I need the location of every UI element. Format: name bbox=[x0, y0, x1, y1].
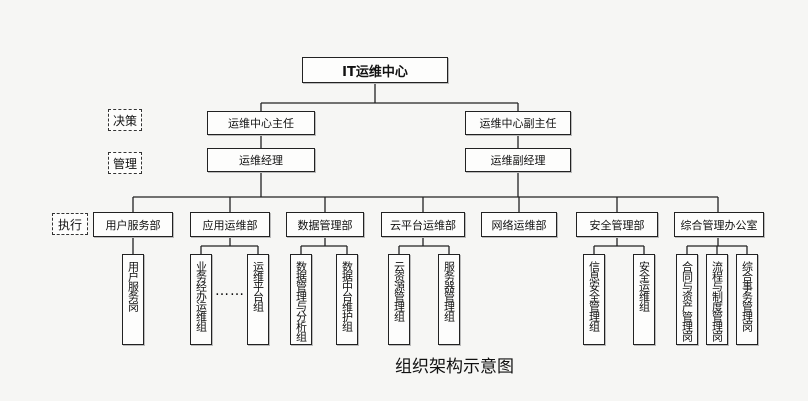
position-security-ops-group: 安全运维组 bbox=[633, 254, 655, 345]
node-ops-manager-label: 运维经理 bbox=[239, 154, 283, 167]
position-label: 综合事务管理岗 bbox=[740, 261, 754, 331]
dept-security: 安全管理部 bbox=[576, 212, 658, 237]
tag-execution-label: 执行 bbox=[57, 217, 82, 232]
position-process-policy: 流程与制度管理岗 bbox=[706, 254, 728, 345]
ellipsis-label: …… bbox=[215, 283, 245, 299]
position-label: 服务器管理组 bbox=[442, 261, 456, 321]
diagram-caption: 组织架构示意图 bbox=[395, 352, 514, 377]
tag-decision: 决策 bbox=[108, 109, 142, 131]
dept-cloud-ops: 云平台运维部 bbox=[381, 212, 465, 237]
dept-label: 应用运维部 bbox=[202, 218, 258, 232]
tag-management-label: 管理 bbox=[112, 156, 137, 171]
position-data-platform-group: 数据中台维护组 bbox=[336, 254, 358, 345]
position-label: 数据中台维护组 bbox=[340, 261, 354, 331]
tag-execution: 执行 bbox=[52, 213, 88, 235]
position-user-service: 用户服务岗 bbox=[122, 254, 144, 345]
caption-text: 组织架构示意图 bbox=[395, 357, 514, 377]
position-label: 合同与资产管理岗 bbox=[680, 261, 694, 341]
tag-management: 管理 bbox=[108, 152, 142, 174]
node-deputy-director-label: 运维中心副主任 bbox=[479, 117, 557, 130]
dept-general-office: 综合管理办公室 bbox=[674, 212, 764, 237]
node-director-label: 运维中心主任 bbox=[228, 117, 294, 130]
root-node: IT运维中心 bbox=[302, 57, 448, 83]
node-director: 运维中心主任 bbox=[207, 111, 315, 135]
position-label: 用户服务岗 bbox=[126, 261, 140, 311]
tag-decision-label: 决策 bbox=[112, 113, 137, 128]
node-deputy-ops-manager: 运维副经理 bbox=[465, 148, 571, 172]
position-label: 业务经办运维组 bbox=[194, 261, 208, 331]
position-general-affairs: 综合事务管理岗 bbox=[736, 254, 758, 345]
dept-app-ops: 应用运维部 bbox=[190, 212, 270, 237]
root-label: IT运维中心 bbox=[342, 64, 408, 80]
position-ops-platform-group: 运维平台组 bbox=[247, 254, 269, 345]
position-label: 安全运维组 bbox=[637, 261, 651, 311]
node-deputy-director: 运维中心副主任 bbox=[465, 111, 571, 135]
position-contract-asset: 合同与资产管理岗 bbox=[676, 254, 698, 345]
ellipsis: …… bbox=[215, 283, 245, 299]
position-label: 流程与制度管理岗 bbox=[710, 261, 724, 341]
dept-label: 用户服务部 bbox=[105, 218, 161, 232]
position-label: 数据管理与分析组 bbox=[294, 261, 308, 341]
position-cloud-resource-group: 云资源管理组 bbox=[388, 254, 410, 345]
dept-user-service: 用户服务部 bbox=[93, 212, 173, 237]
dept-label: 综合管理办公室 bbox=[680, 218, 758, 232]
node-deputy-ops-manager-label: 运维副经理 bbox=[490, 154, 546, 167]
position-label: 云资源管理组 bbox=[392, 261, 406, 321]
position-server-mgmt-group: 服务器管理组 bbox=[438, 254, 460, 345]
dept-data-mgmt: 数据管理部 bbox=[286, 212, 364, 237]
position-business-ops-group: 业务经办运维组 bbox=[190, 254, 212, 345]
position-infosec-group: 信息安全管理组 bbox=[583, 254, 605, 345]
dept-network-ops: 网络运维部 bbox=[481, 212, 557, 237]
dept-label: 网络运维部 bbox=[491, 218, 547, 232]
dept-label: 数据管理部 bbox=[297, 218, 353, 232]
position-data-analysis-group: 数据管理与分析组 bbox=[290, 254, 312, 345]
position-label: 信息安全管理组 bbox=[587, 261, 601, 331]
node-ops-manager: 运维经理 bbox=[207, 148, 315, 172]
dept-label: 云平台运维部 bbox=[390, 218, 456, 232]
position-label: 运维平台组 bbox=[251, 261, 265, 311]
dept-label: 安全管理部 bbox=[589, 218, 645, 232]
